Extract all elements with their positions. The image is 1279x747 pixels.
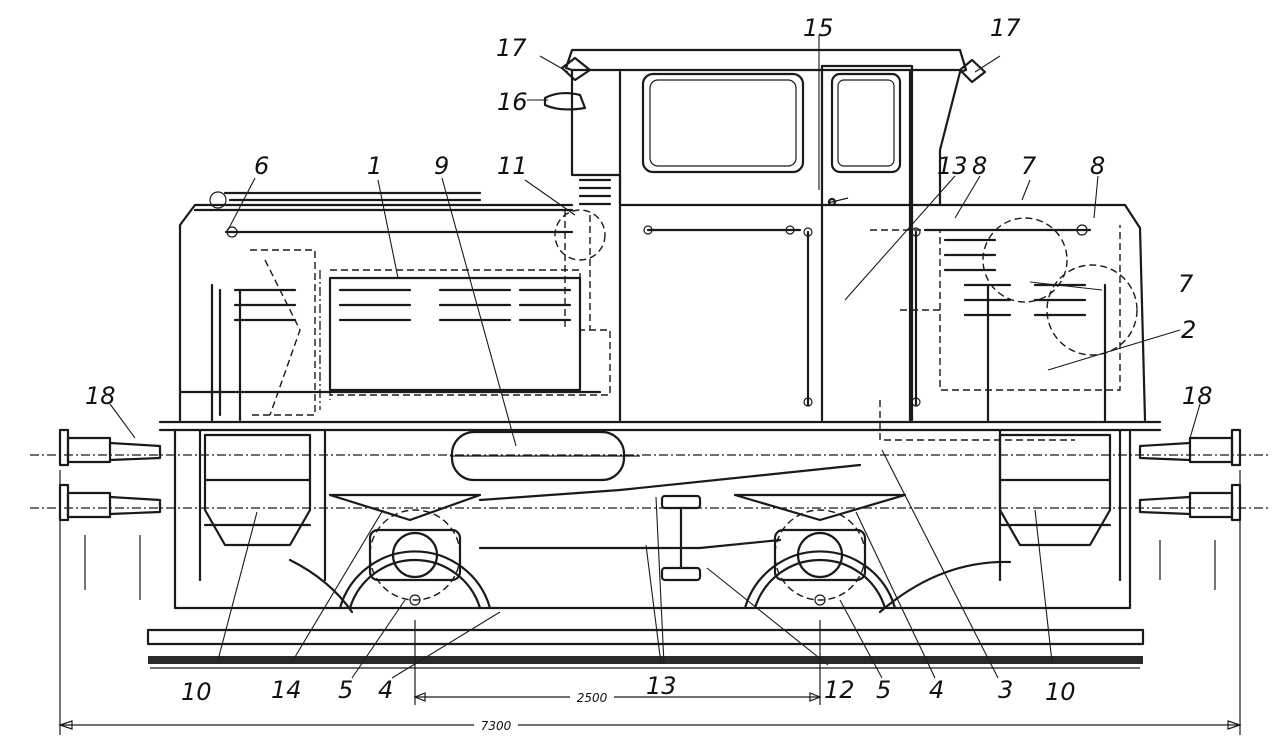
overall-length-dimension: 7300	[481, 719, 512, 733]
callout-10-right: 10	[1045, 678, 1076, 706]
callout-4-left: 4	[378, 676, 393, 704]
cab	[564, 48, 968, 422]
callout-7-right: 7	[1178, 270, 1194, 298]
callout-10-left: 10	[181, 678, 212, 706]
callout-17-right: 17	[990, 14, 1021, 42]
callout-13-top: 13	[937, 152, 968, 180]
frame	[158, 420, 1162, 614]
callout-8-left: 8	[972, 152, 987, 180]
callout-11: 11	[497, 152, 528, 180]
callout-5-left: 5	[338, 676, 353, 704]
buffers	[30, 428, 1270, 600]
dimensions: 2500 7300	[58, 470, 1242, 735]
callout-12: 12	[824, 676, 855, 704]
cab-door	[820, 64, 914, 422]
callout-1: 1	[367, 152, 382, 180]
callout-8-right: 8	[1090, 152, 1105, 180]
callout-6: 6	[254, 152, 269, 180]
callout-2: 2	[1181, 316, 1196, 344]
roof-fittings	[543, 56, 987, 111]
callout-15: 15	[803, 14, 834, 42]
callout-4-right: 4	[929, 676, 944, 704]
callout-18-right: 18	[1182, 382, 1213, 410]
callout-9: 9	[434, 152, 449, 180]
cab-door-window	[830, 72, 902, 174]
callout-3: 3	[998, 676, 1013, 704]
callout-13-bottom: 13	[646, 672, 677, 700]
callout-5-right: 5	[876, 676, 891, 704]
rail	[146, 628, 1145, 669]
long-hood	[178, 191, 611, 422]
leader-lines	[109, 35, 1201, 679]
callout-17-left: 17	[496, 34, 527, 62]
callout-labels: 1 2 3 4 4 5 5 6 7 7 8 8 9 10 10 11 12 13…	[85, 14, 1213, 706]
callout-18-left: 18	[85, 382, 116, 410]
callout-14: 14	[271, 676, 302, 704]
cab-window-left	[641, 72, 805, 174]
callout-7-top: 7	[1021, 152, 1037, 180]
callout-16: 16	[497, 88, 528, 116]
wheels	[338, 550, 897, 610]
wheelbase-dimension: 2500	[577, 691, 608, 705]
